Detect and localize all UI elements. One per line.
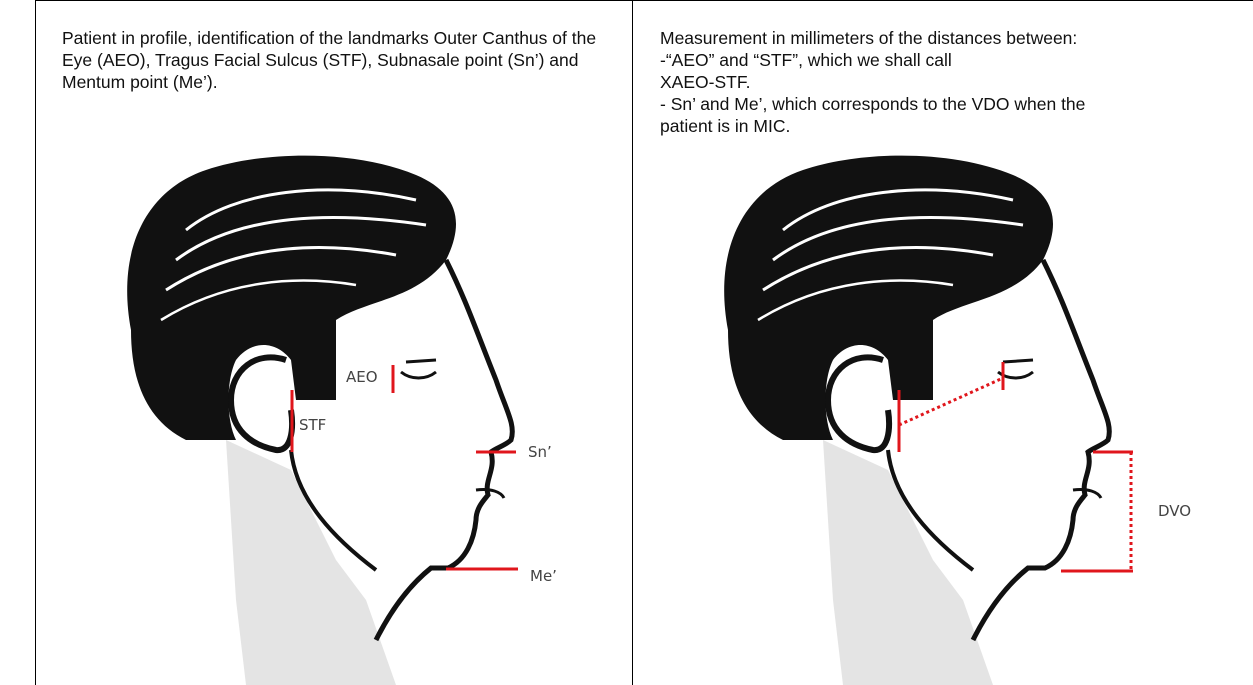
- left-head-illustration: AEO STF Sn’ Me’: [36, 0, 632, 685]
- me-label: Me’: [530, 567, 557, 585]
- right-panel: Measurement in millimeters of the distan…: [633, 0, 1253, 685]
- left-panel: Patient in profile, identification of th…: [36, 0, 632, 685]
- aeo-label: AEO: [346, 368, 378, 386]
- sn-label: Sn’: [528, 443, 552, 461]
- right-head-illustration: DVO: [633, 0, 1253, 685]
- head-silhouette: [724, 156, 1109, 685]
- dvo-label: DVO: [1158, 502, 1191, 520]
- stf-label: STF: [299, 416, 326, 434]
